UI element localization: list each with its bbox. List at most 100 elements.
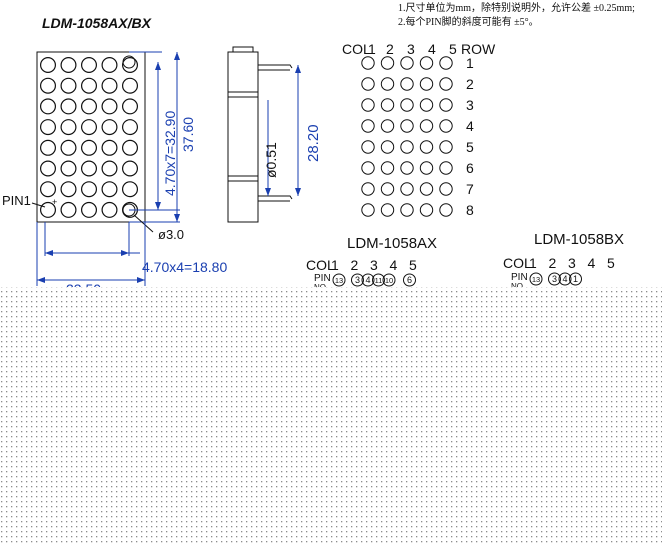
- matrix-dot: [400, 182, 414, 196]
- pin-number: 3: [552, 274, 557, 284]
- matrix-dot: [439, 140, 453, 154]
- variant_ax-col-label: 4: [390, 257, 398, 273]
- led-dot: [80, 201, 97, 218]
- led-dot: [101, 56, 118, 73]
- pin-number-circle: [332, 273, 346, 287]
- matrix-dot: [380, 140, 395, 154]
- pin-number: 13: [335, 276, 343, 285]
- led-dot: [121, 119, 138, 136]
- matrix-col-header: COL: [342, 41, 371, 57]
- matrix-row-label: 1: [466, 55, 474, 71]
- led-dot: [39, 77, 56, 94]
- hole-leader: [133, 214, 154, 233]
- variant-bx-name: LDM-1058BX: [534, 231, 624, 248]
- led-dot: [80, 181, 97, 198]
- matrix-col-label: 3: [407, 41, 415, 57]
- matrix-dot: [400, 77, 414, 91]
- dim-arrow: [155, 62, 161, 70]
- matrix-dot: [361, 203, 375, 217]
- pin-number-circle: [382, 273, 396, 287]
- pin-number: 13: [532, 275, 540, 284]
- variant_ax-col-label: 2: [351, 257, 359, 273]
- matrix-dot: [439, 161, 453, 175]
- side-view: ø0.51 28.20: [227, 46, 322, 223]
- led-dot: [101, 181, 118, 198]
- matrix-row-label: 8: [466, 202, 474, 218]
- matrix-row-label: 3: [466, 97, 474, 113]
- pin-number-circle: [529, 272, 543, 286]
- matrix-dot: [380, 203, 395, 217]
- dim-pin-length: 28.20: [305, 124, 322, 162]
- variant-ax-col-header: COL: [306, 257, 335, 273]
- matrix-dot: [400, 98, 414, 112]
- variant-ax-pin-label: PIN: [314, 273, 331, 284]
- matrix-dot: [419, 98, 434, 112]
- pin-number: 1: [573, 274, 578, 284]
- led-dot: [101, 160, 118, 177]
- display-body-outline: [36, 51, 146, 223]
- matrix-dot: [419, 56, 434, 70]
- pin-number-circle: [548, 272, 561, 286]
- matrix-dot: [400, 203, 414, 217]
- variant_bx-col-label: 1: [529, 255, 537, 271]
- matrix-dot: [380, 56, 395, 70]
- led-dot: [60, 56, 77, 73]
- matrix-dot: [400, 119, 414, 133]
- side-body-cap: [232, 46, 254, 53]
- matrix-dot: [419, 119, 434, 133]
- matrix-dot: [380, 98, 395, 112]
- matrix-col-label: 2: [386, 41, 394, 57]
- pin-number-circle: [372, 273, 385, 287]
- led-dot: [39, 119, 56, 136]
- matrix-row-header: ROW: [461, 41, 496, 57]
- led-dot: [39, 139, 56, 156]
- front-view: PIN1 + 4.70x7=32.90 37.60 ø3.0 4.70x4=18…: [2, 51, 227, 297]
- variant_ax-col-label: 5: [409, 257, 417, 273]
- led-dot: [121, 77, 138, 94]
- variant-bx-pin-label: PIN: [511, 272, 528, 283]
- dim-arrow: [121, 250, 129, 256]
- pin1-marker: +: [52, 197, 57, 207]
- pin-number-circle: [403, 273, 416, 287]
- matrix-dot: [439, 77, 453, 91]
- dim-height: 37.60: [180, 117, 196, 152]
- matrix-dot: [400, 161, 414, 175]
- matrix-dot: [439, 56, 453, 70]
- led-dot: [39, 98, 56, 115]
- matrix-dot: [380, 161, 395, 175]
- dim-arrow: [295, 65, 301, 73]
- led-dot: [101, 77, 118, 94]
- variant_bx-col-label: 3: [568, 255, 576, 271]
- matrix-dot-grid: [361, 56, 453, 217]
- matrix-row-label: 2: [466, 76, 474, 92]
- matrix-dot: [361, 77, 375, 91]
- variant_ax-col-label: 1: [331, 257, 339, 273]
- variant_bx-col-label: 2: [549, 255, 557, 271]
- led-dot: [80, 119, 97, 136]
- dim-arrow: [174, 214, 180, 222]
- matrix-dot: [361, 161, 375, 175]
- variant-ax-name: LDM-1058AX: [347, 235, 437, 252]
- led-dot: [39, 160, 56, 177]
- pin-number: 3: [355, 275, 360, 285]
- pin-number-circle: [351, 273, 364, 287]
- led-dot: [39, 56, 56, 73]
- matrix-dot: [361, 182, 375, 196]
- led-dot: [80, 77, 97, 94]
- dim-arrow: [174, 52, 180, 60]
- dim-arrow: [295, 188, 301, 196]
- matrix-dot: [380, 119, 395, 133]
- dim-arrow: [155, 202, 161, 210]
- led-dot: [121, 98, 138, 115]
- side-pin: [258, 195, 293, 200]
- led-dot: [80, 160, 97, 177]
- side-pin: [258, 64, 293, 69]
- matrix-dot: [419, 182, 434, 196]
- pin-number-circle: [361, 273, 375, 287]
- pin1-leader: [31, 202, 46, 208]
